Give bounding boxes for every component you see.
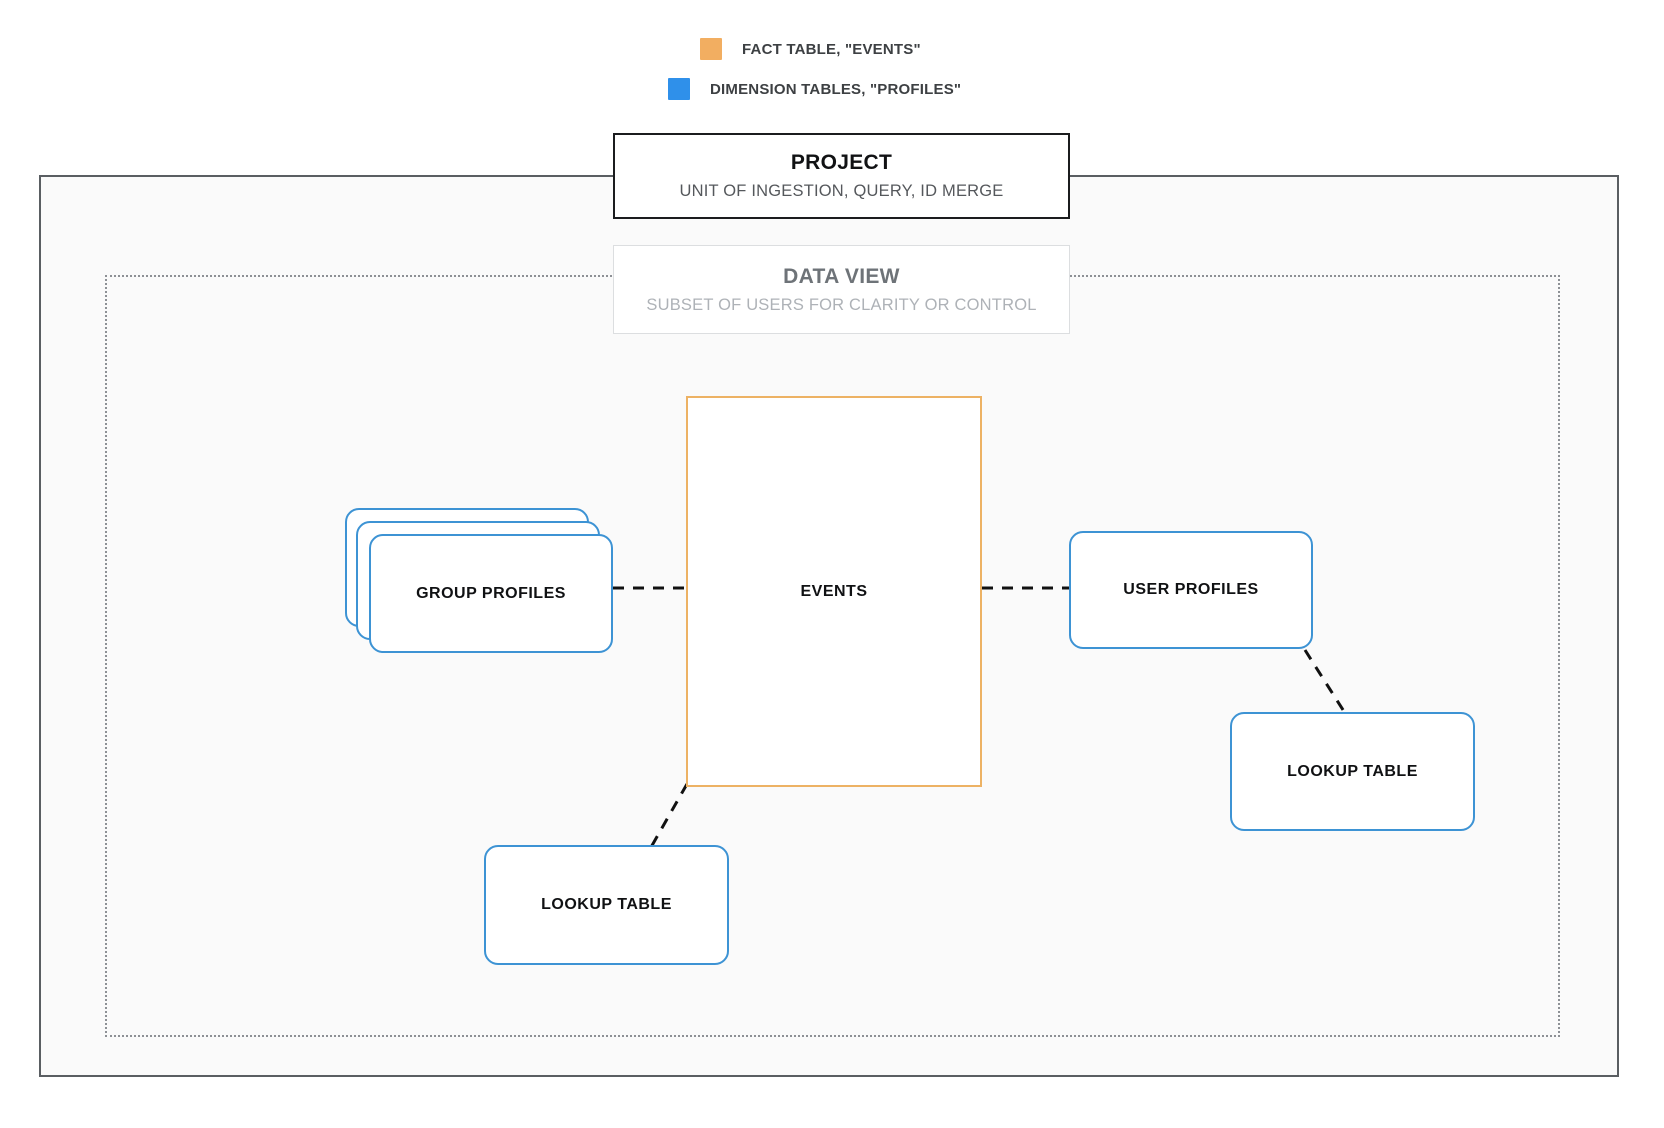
legend-swatch-dimension-icon [668, 78, 690, 100]
legend-label-dimension: DIMENSION TABLES, "PROFILES" [710, 80, 962, 98]
legend-label-fact: FACT TABLE, "EVENTS" [742, 40, 921, 58]
project-card[interactable]: PROJECT UNIT OF INGESTION, QUERY, ID MER… [613, 133, 1070, 219]
node-lookup-table-right[interactable]: LOOKUP TABLE [1230, 712, 1475, 831]
node-group-profiles[interactable]: GROUP PROFILES [345, 508, 613, 653]
group-profiles-stack-layer-1[interactable]: GROUP PROFILES [369, 534, 613, 653]
legend: FACT TABLE, "EVENTS" DIMENSION TABLES, "… [0, 30, 1000, 110]
node-lookup-table-left[interactable]: LOOKUP TABLE [484, 845, 729, 965]
legend-item-fact: FACT TABLE, "EVENTS" [700, 38, 921, 60]
project-title: PROJECT [790, 151, 893, 174]
project-subtitle: UNIT OF INGESTION, QUERY, ID MERGE [679, 182, 1004, 200]
node-user-profiles[interactable]: USER PROFILES [1069, 531, 1313, 649]
node-events[interactable]: EVENTS [686, 396, 982, 787]
data-view-title: DATA VIEW [783, 264, 900, 288]
legend-item-dimension: DIMENSION TABLES, "PROFILES" [668, 78, 961, 100]
data-view-card[interactable]: DATA VIEW SUBSET OF USERS FOR CLARITY OR… [613, 245, 1070, 334]
data-view-subtitle: SUBSET OF USERS FOR CLARITY OR CONTROL [646, 295, 1037, 314]
legend-swatch-fact-icon [700, 38, 722, 60]
